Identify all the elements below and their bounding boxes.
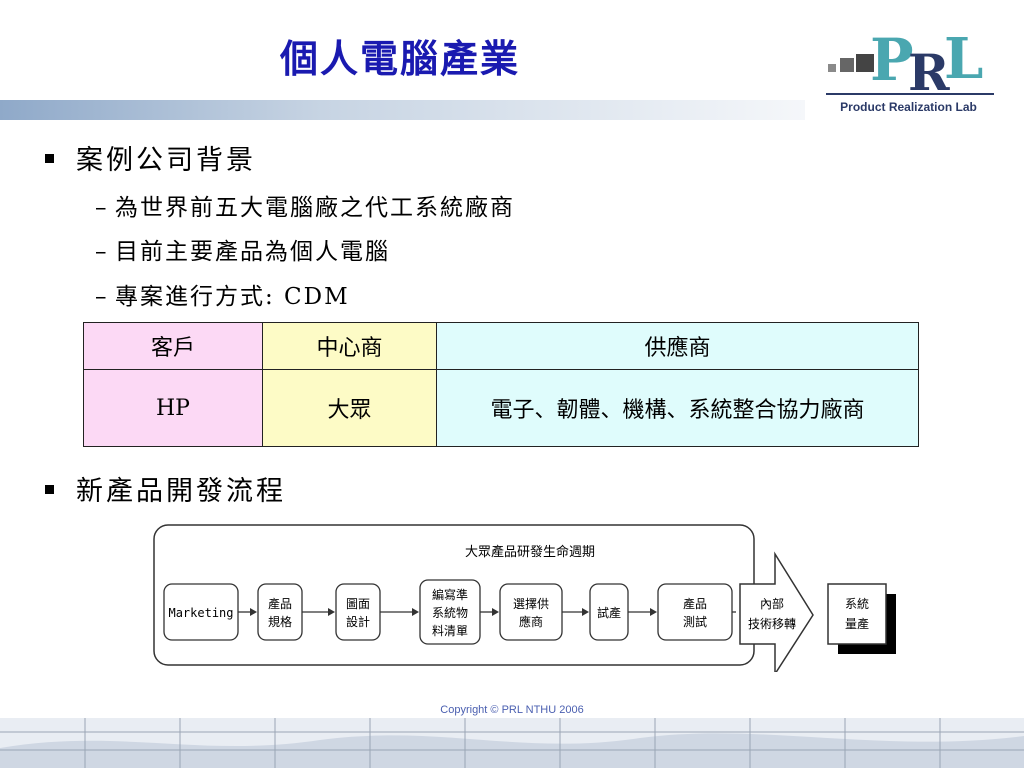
- dash-icon: –: [95, 284, 109, 310]
- table-header-cell: 中心商: [262, 322, 437, 370]
- process-step-label: 選擇供: [513, 596, 549, 611]
- cdm-table: 客戶 中心商 供應商 HP 大眾 電子、韌體、機構、系統整合協力廠商: [83, 322, 919, 447]
- arrow-label-line: 技術移轉: [748, 617, 796, 631]
- transfer-arrow: [739, 551, 814, 672]
- slide-title: 個人電腦產業: [279, 36, 520, 81]
- table-header-cell: 客戶: [83, 322, 263, 370]
- process-step-label: 圖面: [346, 597, 370, 611]
- table-cell: 電子、韌體、機構、系統整合協力廠商: [436, 369, 919, 447]
- flow-arrowhead: [582, 608, 589, 616]
- process-step-label: 測試: [683, 614, 707, 629]
- process-step-label: 系統物: [432, 606, 468, 620]
- footer-band: [0, 718, 1024, 768]
- process-step-box: [335, 583, 381, 641]
- process-step-label: 產品: [683, 596, 707, 611]
- logo-letter-p: P: [870, 26, 914, 94]
- bullet-company-background: 案例公司背景: [45, 138, 256, 177]
- logo-square-large: [856, 54, 874, 72]
- process-step-box: [657, 583, 733, 641]
- process-step-box: [499, 583, 563, 641]
- table-cell: HP: [83, 369, 263, 447]
- bullet-square-icon: [45, 154, 54, 163]
- process-step-box: [257, 583, 303, 641]
- process-step-label: 設計: [346, 614, 370, 629]
- bullet-square-icon: [45, 485, 54, 494]
- process-step-label: 編寫準: [432, 587, 468, 602]
- flow-arrowhead: [650, 608, 657, 616]
- sub-bullet: –專案進行方式: CDM: [95, 277, 350, 311]
- dash-icon: –: [95, 239, 109, 265]
- sub-bullet-text: 目前主要產品為個人電腦: [115, 239, 390, 265]
- table-cell: 大眾: [262, 369, 437, 447]
- copyright-text: Copyright © PRL NTHU 2006: [440, 704, 584, 716]
- process-step-label: 試產: [597, 605, 621, 620]
- sub-bullet-text: 為世界前五大電腦廠之代工系統廠商: [115, 195, 515, 221]
- flow-arrowhead: [412, 608, 419, 616]
- process-step-label: 產品: [268, 596, 292, 611]
- sub-bullet-text: 專案進行方式: CDM: [115, 284, 350, 310]
- diagram-title: 大眾產品研發生命週期: [465, 544, 595, 560]
- logo-letter-l: L: [944, 26, 983, 92]
- process-step-label: 料清單: [432, 624, 468, 638]
- final-label-line: 量產: [845, 616, 869, 631]
- flow-arrowhead: [328, 608, 335, 616]
- bullet-npd-process: 新產品開發流程: [45, 469, 286, 508]
- dash-icon: –: [95, 195, 109, 221]
- arrow-label-line: 內部: [760, 596, 784, 611]
- prl-logo: P R L: [826, 26, 994, 102]
- bullet-text: 案例公司背景: [76, 145, 256, 176]
- final-label-line: 系統: [845, 597, 869, 611]
- sub-bullet: –為世界前五大電腦廠之代工系統廠商: [95, 188, 515, 222]
- process-step-label: 規格: [268, 614, 292, 629]
- title-underline-bar: [0, 100, 805, 120]
- logo-square-mid: [840, 58, 854, 72]
- final-box: [827, 583, 887, 645]
- table-row: HP 大眾 電子、韌體、機構、系統整合協力廠商: [83, 369, 919, 447]
- sub-bullet: –目前主要產品為個人電腦: [95, 232, 390, 266]
- logo-subtitle: Product Realization Lab: [840, 100, 977, 114]
- table-header-cell: 供應商: [436, 322, 919, 370]
- bullet-text: 新產品開發流程: [76, 476, 286, 507]
- flow-arrowhead: [250, 608, 257, 616]
- process-step-label: 應商: [519, 614, 543, 629]
- table-header-row: 客戶 中心商 供應商: [83, 322, 919, 370]
- flow-arrowhead: [492, 608, 499, 616]
- process-step-label: Marketing: [168, 606, 233, 620]
- logo-letter-r: R: [908, 43, 950, 102]
- logo-square-small: [828, 64, 836, 72]
